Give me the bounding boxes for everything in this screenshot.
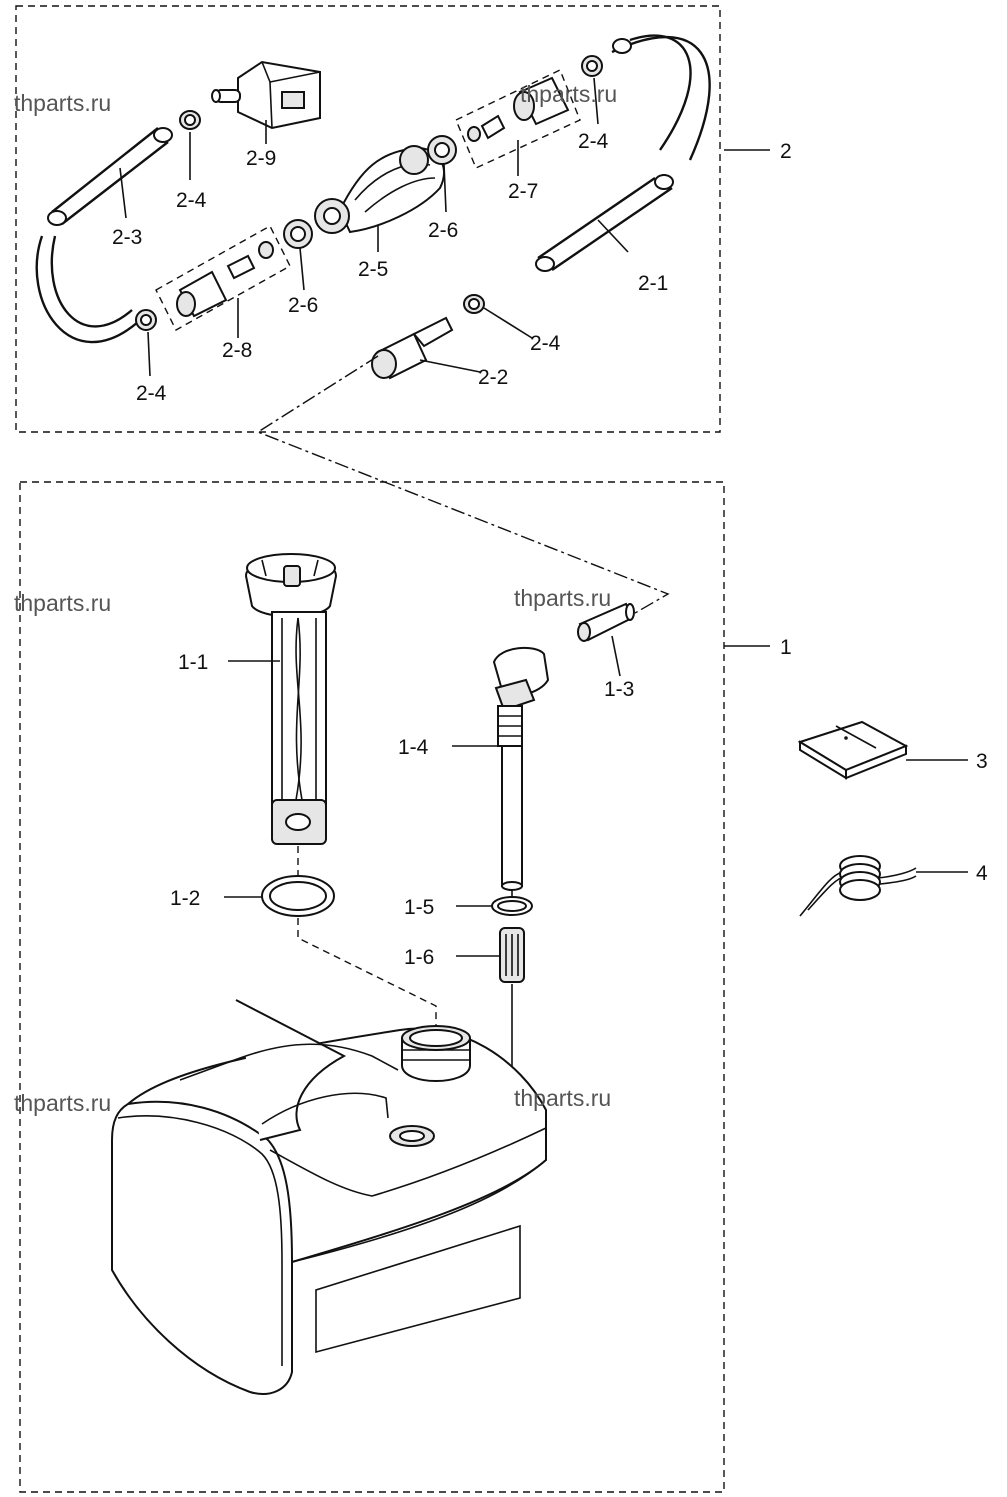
- leader-2-1: [597, 219, 629, 253]
- clip-2-6-left: [283, 219, 313, 249]
- label-1-5: 1-5: [404, 896, 434, 919]
- watermark-1: thparts.ru: [14, 90, 111, 116]
- fuel-hose-2-3: [35, 127, 173, 344]
- hose-band-2-4-mid: [463, 294, 485, 314]
- label-2-8: 2-8: [222, 339, 252, 362]
- item-3-plate: [797, 720, 909, 780]
- connector-2-8: [155, 225, 291, 331]
- label-group-1: 1: [780, 636, 792, 659]
- joint-1-3: [577, 602, 635, 642]
- leader-2-4-c: [483, 307, 533, 339]
- label-2-4-c: 2-4: [530, 332, 561, 355]
- label-1-4: 1-4: [398, 736, 429, 759]
- label-1-3: 1-3: [604, 678, 634, 701]
- group-1-boundary: [19, 481, 725, 1493]
- label-2-9: 2-9: [246, 147, 276, 170]
- hose-band-2-4-upper-left: [179, 110, 201, 130]
- leader-2-4-d: [593, 77, 599, 125]
- label-1-2: 1-2: [170, 887, 200, 910]
- watermark-6: thparts.ru: [514, 1085, 611, 1111]
- watermark-3: thparts.ru: [14, 590, 111, 616]
- label-item-3: 3: [976, 750, 988, 773]
- item-4-spring: [799, 855, 917, 917]
- connector-2-7: [455, 69, 581, 169]
- suction-pipe-1-4: [492, 646, 550, 891]
- o-ring-1-2: [261, 875, 335, 917]
- label-2-5: 2-5: [358, 258, 388, 281]
- fuel-tank: [111, 999, 547, 1395]
- watermark-5: thparts.ru: [14, 1090, 111, 1116]
- filter-1-6: [499, 927, 525, 983]
- guide-line-o-ring-to-tank: [297, 918, 437, 1036]
- label-2-2: 2-2: [478, 366, 508, 389]
- fuel-hose-2-1: [535, 34, 711, 272]
- label-2-4-d: 2-4: [578, 130, 609, 153]
- label-2-4-b: 2-4: [136, 382, 167, 405]
- label-2-3: 2-3: [112, 226, 142, 249]
- primer-bulb-2-5: [314, 145, 445, 234]
- leader-1-3: [611, 635, 621, 677]
- leader-2-4-b: [147, 331, 151, 377]
- fitting-2-2: [371, 316, 454, 380]
- engine-connector-2-9: [211, 60, 321, 130]
- clip-2-6-right: [427, 135, 457, 165]
- label-2-4-a: 2-4: [176, 189, 207, 212]
- leader-2-6-b: [443, 163, 447, 213]
- label-1-6: 1-6: [404, 946, 434, 969]
- label-item-4: 4: [976, 862, 988, 885]
- hose-band-2-4-upper-right: [581, 55, 603, 77]
- fuel-gauge-1-1: [244, 553, 338, 845]
- hose-band-2-4-lower-left: [135, 309, 157, 331]
- label-group-2: 2: [780, 140, 792, 163]
- group-2-boundary: [15, 5, 721, 433]
- watermark-4: thparts.ru: [514, 585, 611, 611]
- leader-2-3: [119, 167, 127, 219]
- label-2-7: 2-7: [508, 180, 538, 203]
- connection-line-2-2-to-1-3: [256, 355, 670, 625]
- leader-2-6-a: [299, 247, 305, 291]
- label-1-1: 1-1: [178, 651, 208, 674]
- label-2-6-b: 2-6: [428, 219, 458, 242]
- label-2-6-a: 2-6: [288, 294, 318, 317]
- watermark-2: thparts.ru: [520, 81, 617, 107]
- label-2-1: 2-1: [638, 272, 668, 295]
- o-ring-1-5: [491, 896, 533, 916]
- leader-2-2: [419, 359, 481, 373]
